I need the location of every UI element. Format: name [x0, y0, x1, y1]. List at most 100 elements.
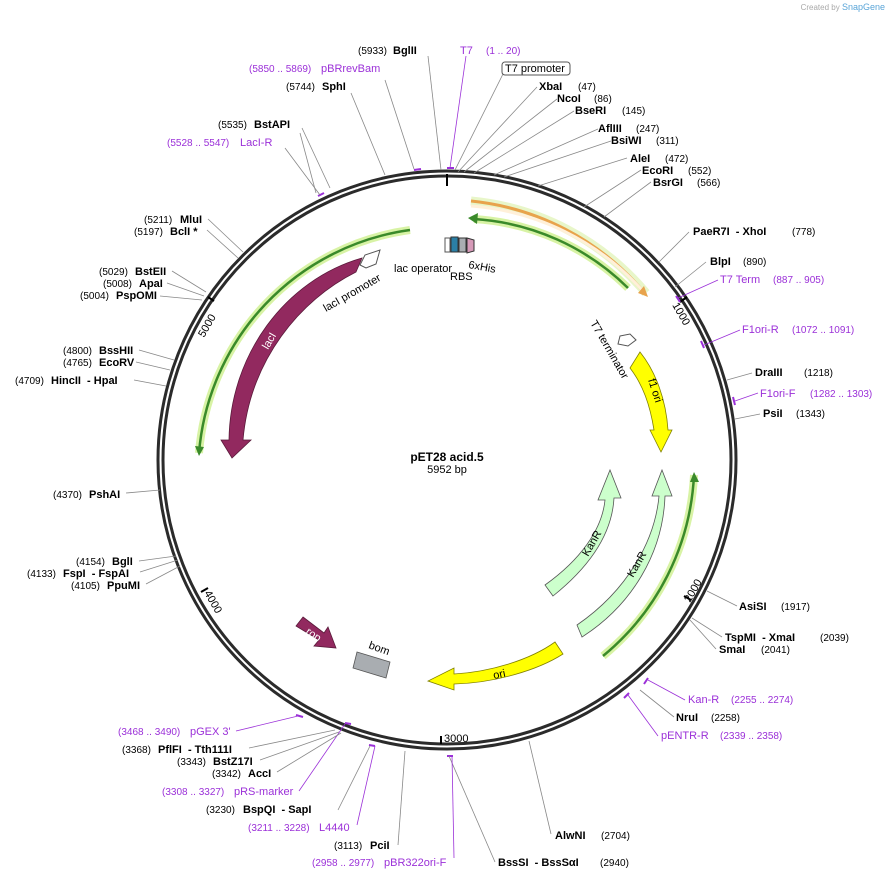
tick-2000: 2000 — [682, 577, 705, 604]
pflfi-pos: (3368) — [122, 745, 151, 756]
asisi-pos: (1917) — [781, 602, 810, 613]
xhoi-label: PaeR7I - XhoI — [693, 226, 766, 238]
laci-arrow — [220, 257, 363, 459]
mlui-label: MluI — [180, 214, 202, 226]
afliii-pos: (247) — [636, 124, 659, 135]
xbai-label: XbaI — [539, 81, 562, 93]
bgli-pos: (4154) — [76, 557, 105, 568]
sphi-pos: (5744) — [286, 82, 315, 93]
smai-label: SmaI — [719, 644, 745, 656]
t7-tag-box — [466, 237, 475, 254]
bsiwi-label: BsiWI — [611, 135, 642, 147]
plasmid-length: 5952 bp — [427, 464, 467, 476]
bseri-pos: (145) — [622, 106, 645, 117]
bcli-label: BclI * — [170, 226, 198, 238]
bseri-label: BseRI — [575, 105, 606, 117]
snapgene-logo: SnapGene — [841, 2, 885, 12]
pspomi-label: PspOMI — [116, 290, 157, 302]
pgex3-pos: (3468 .. 3490) — [118, 727, 180, 738]
laci-promoter-arrow — [359, 249, 381, 269]
blpi-label: BlpI — [710, 256, 731, 268]
prs-marker-pos: (3308 .. 3327) — [162, 787, 224, 798]
plasmid-name: pET28 acid.5 — [410, 450, 484, 464]
alwni-pos: (2704) — [601, 831, 630, 842]
labels-top-left: (5933) BglII (5850 .. 5869) pBRrevBam (5… — [167, 45, 571, 149]
xmai-label: TspMI - XmaI — [725, 632, 795, 644]
pentr-r-label: pENTR-R — [661, 730, 709, 742]
bom-box — [352, 651, 391, 679]
hincii-pos: (4709) — [15, 376, 44, 387]
f1ori-f-label: F1ori-F — [760, 388, 796, 400]
pshai-label: PshAI — [89, 489, 120, 501]
pbr322ori-f-pos: (2958 .. 2977) — [312, 858, 374, 869]
bsshii-label: BssHII — [99, 345, 133, 357]
t7-term-pos: (887 .. 905) — [773, 275, 824, 286]
bstz17i-pos: (3343) — [177, 757, 206, 768]
ecorv-pos: (4765) — [63, 358, 92, 369]
fspi-label: FspI - FspAI — [63, 568, 129, 580]
pcii-label: PciI — [370, 840, 390, 852]
f1ori-r-pos: (1072 .. 1091) — [792, 325, 854, 336]
lac-operator-box — [444, 237, 451, 253]
bsteii-pos: (5029) — [99, 267, 128, 278]
acci-pos: (3342) — [212, 769, 241, 780]
leader-lines — [125, 55, 761, 863]
bglii-label: BglII — [393, 45, 417, 57]
prs-marker-label: pRS-marker — [234, 786, 294, 798]
draiii-label: DraIII — [755, 367, 783, 379]
bstapi-label: BstAPI — [254, 119, 290, 131]
tick-3000: 3000 — [444, 733, 468, 745]
xhoi-pos: (778) — [792, 227, 815, 238]
bspqi-label: BspQI - SapI — [243, 804, 311, 816]
bstapi-pos: (5535) — [218, 120, 247, 131]
l4440-pos: (3211 .. 3228) — [248, 823, 310, 834]
bglii-pos: (5933) — [358, 46, 387, 57]
labels-left-bottom: (3468 .. 3490) pGEX 3' (3368) PflFI - Tt… — [118, 726, 447, 869]
kanr-label-a: KanR — [580, 529, 604, 559]
bcli-pos: (5197) — [134, 227, 163, 238]
alei-label: AleI — [630, 153, 650, 165]
backbone-outer — [156, 169, 738, 751]
snapgene-watermark: Created by SnapGene — [800, 2, 885, 12]
bsiwi-pos: (311) — [656, 136, 679, 147]
rbs-label: RBS — [450, 271, 473, 283]
pentr-r-pos: (2339 .. 2358) — [720, 731, 782, 742]
labels-right-top: XbaI (47) NcoI (86) BseRI (145) AflIII (… — [539, 81, 872, 420]
ecori-pos: (552) — [688, 166, 711, 177]
afliii-label: AflIII — [598, 123, 622, 135]
psii-label: PsiI — [763, 408, 783, 420]
draiii-pos: (1218) — [804, 368, 833, 379]
labels-right-bottom: AsiSI (1917) TspMI - XmaI (2039) SmaI (2… — [498, 601, 849, 869]
laci-r-label: LacI-R — [240, 137, 272, 149]
asisi-label: AsiSI — [739, 601, 767, 613]
pcii-pos: (3113) — [334, 841, 362, 852]
his-label: 6xHis — [467, 259, 497, 276]
laci-r-pos: (5528 .. 5547) — [167, 138, 229, 149]
rop-arrow — [295, 616, 337, 649]
pbr322ori-f-label: pBR322ori-F — [384, 857, 447, 869]
bsteii-label: BstEII — [135, 266, 166, 278]
t7-promoter-label: T7 promoter — [505, 63, 565, 75]
bspqi-pos: (3230) — [206, 805, 235, 816]
kanr-arrow-a — [544, 468, 622, 597]
alwni-label: AlwNI — [555, 830, 586, 842]
sphi-label: SphI — [322, 81, 346, 93]
ppumi-pos: (4105) — [71, 581, 100, 592]
t7-term-label: T7 Term — [720, 274, 760, 286]
mlui-pos: (5211) — [144, 215, 172, 226]
pshai-pos: (4370) — [53, 490, 82, 501]
psii-pos: (1343) — [796, 409, 825, 420]
t7-terminator-label: T7 terminator — [587, 319, 630, 382]
hincii-label: HincII - HpaI — [51, 375, 118, 387]
lac-operator-label: lac operator — [394, 263, 452, 275]
xmai-pos: (2039) — [820, 633, 849, 644]
l4440-label: L4440 — [319, 822, 350, 834]
bsrgi-pos: (566) — [697, 178, 720, 189]
ori-arrow — [426, 641, 564, 691]
tick-4000: 4000 — [201, 589, 224, 616]
t7-primer-pos: (1 .. 20) — [486, 46, 520, 57]
rbs-box — [450, 236, 459, 253]
f1ori-r-label: F1ori-R — [742, 324, 779, 336]
t7-promoter-box — [501, 61, 571, 76]
fspi-pos: (4133) — [27, 569, 56, 580]
